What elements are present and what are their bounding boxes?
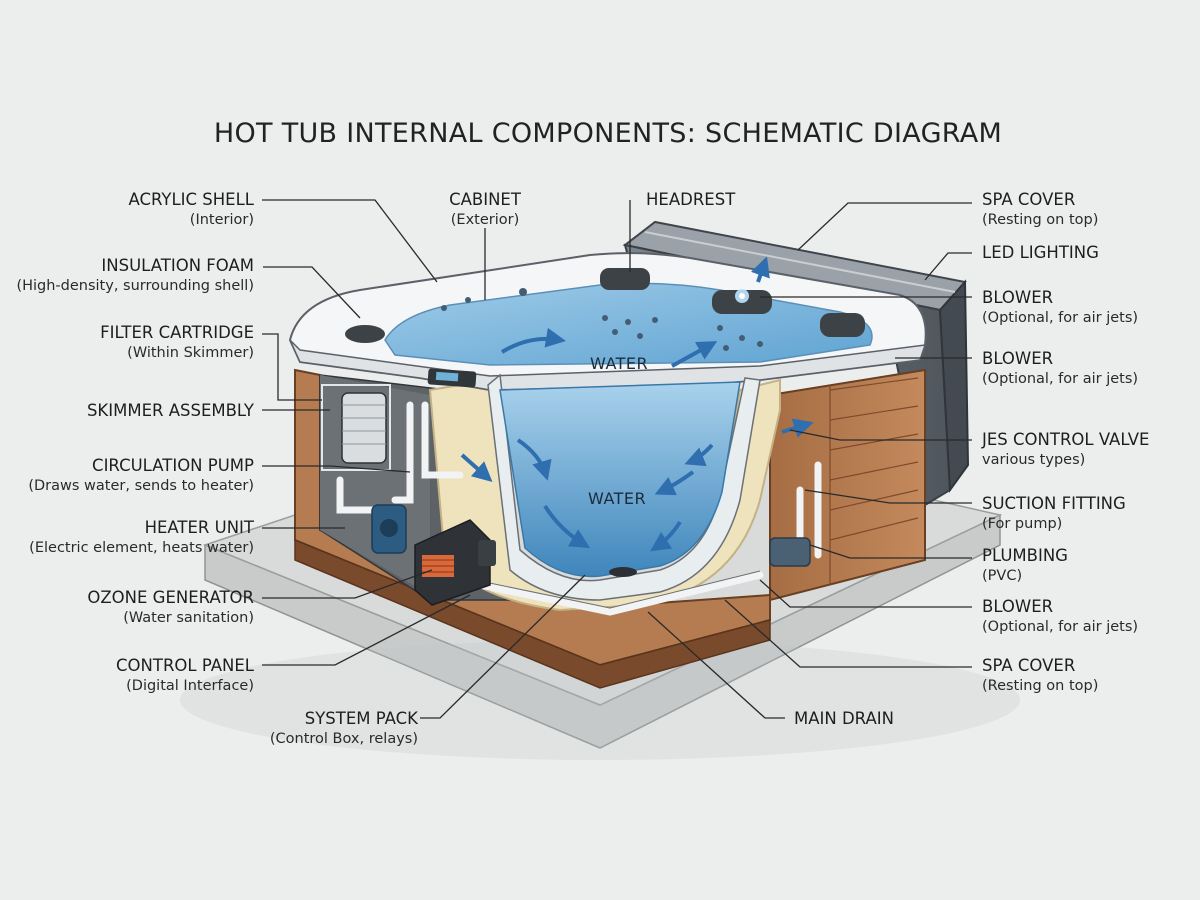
label-name: SPA COVER	[982, 656, 1076, 675]
label-sub: (Exterior)	[450, 212, 520, 228]
label-cabinet: CABINET (Exterior)	[430, 190, 540, 230]
label-headrest: HEADREST	[646, 190, 735, 210]
label-sub: (Interior)	[189, 212, 254, 228]
label-name: BLOWER	[982, 288, 1054, 307]
label-name: FILTER CARTRIDGE	[100, 323, 254, 342]
label-blower-3: BLOWER (Optional, for air jets)	[982, 597, 1138, 637]
water-cutaway-label: WATER	[588, 489, 647, 508]
label-main-drain: MAIN DRAIN	[794, 709, 894, 729]
label-spa-cover-top: SPA COVER (Resting on top)	[982, 190, 1098, 230]
plumbing-pipe-outline	[479, 570, 761, 609]
led-light	[735, 289, 749, 303]
flow-arrows	[460, 256, 814, 552]
label-name: JES CONTROL VALVE	[982, 430, 1150, 449]
label-name: CIRCULATION PUMP	[92, 456, 254, 475]
label-blower-1: BLOWER (Optional, for air jets)	[982, 288, 1138, 328]
label-insulation-foam: INSULATION FOAM (High-density, surroundi…	[16, 256, 254, 296]
headrest-shapes	[345, 268, 865, 343]
label-skimmer-assembly: SKIMMER ASSEMBLY	[87, 401, 254, 421]
circulation-pump-shape	[371, 504, 407, 554]
label-name: HEATER UNIT	[144, 518, 254, 537]
label-name: SUCTION FITTING	[982, 494, 1126, 513]
label-sub: (Resting on top)	[982, 212, 1099, 228]
label-heater-unit: HEATER UNIT (Electric element, heats wat…	[29, 518, 254, 558]
leader-lines	[262, 199, 972, 719]
label-name: PLUMBING	[982, 546, 1068, 565]
label-name: HEADREST	[646, 190, 736, 209]
label-blower-2: BLOWER (Optional, for air jets)	[982, 349, 1138, 389]
acrylic-shell	[288, 252, 927, 601]
water-surface-label: WATER	[590, 354, 649, 373]
right-pump-shape	[769, 537, 811, 567]
label-sub: (Within Skimmer)	[127, 345, 254, 361]
jets	[441, 288, 763, 351]
label-jes-control-valve: JES CONTROL VALVE various types)	[982, 430, 1149, 470]
label-name: LED LIGHTING	[982, 243, 1099, 262]
control-panel-shape	[427, 368, 477, 388]
label-control-panel: CONTROL PANEL (Digital Interface)	[116, 656, 254, 696]
label-system-pack: SYSTEM PACK (Control Box, relays)	[270, 709, 418, 749]
label-circulation-pump: CIRCULATION PUMP (Draws water, sends to …	[28, 456, 254, 496]
filter-cartridge-shape	[321, 384, 391, 471]
label-sub: (PVC)	[982, 568, 1023, 584]
label-sub: (For pump)	[982, 516, 1063, 532]
label-sub: (Water sanitation)	[123, 610, 254, 626]
label-name: MAIN DRAIN	[794, 709, 894, 728]
label-name: SYSTEM PACK	[304, 709, 418, 728]
label-plumbing: PLUMBING (PVC)	[982, 546, 1068, 586]
label-name: ACRYLIC SHELL	[128, 190, 254, 209]
label-sub: (High-density, surrounding shell)	[16, 278, 254, 294]
label-suction-fitting: SUCTION FITTING (For pump)	[982, 494, 1126, 534]
label-acrylic-shell: ACRYLIC SHELL (Interior)	[128, 190, 254, 230]
label-name: BLOWER	[982, 597, 1054, 616]
label-name: CONTROL PANEL	[116, 656, 254, 675]
label-sub: (Resting on top)	[982, 678, 1099, 694]
label-sub: (Optional, for air jets)	[982, 310, 1139, 326]
label-ozone-generator: OZONE GENERATOR (Water sanitation)	[87, 588, 254, 628]
label-filter-cartridge: FILTER CARTRIDGE (Within Skimmer)	[100, 323, 254, 363]
label-name: CABINET	[449, 190, 521, 209]
label-led-lighting: LED LIGHTING	[982, 243, 1099, 263]
label-sub: (Draws water, sends to heater)	[28, 478, 254, 494]
label-sub: (Optional, for air jets)	[982, 619, 1139, 635]
label-sub: (Digital Interface)	[126, 678, 254, 694]
label-name: BLOWER	[982, 349, 1054, 368]
label-sub: various types)	[982, 452, 1086, 468]
label-name: SPA COVER	[982, 190, 1076, 209]
label-name: INSULATION FOAM	[101, 256, 254, 275]
diagram-title: HOT TUB INTERNAL COMPONENTS: SCHEMATIC D…	[213, 118, 1003, 149]
label-sub: (Electric element, heats water)	[29, 540, 254, 556]
label-sub: (Optional, for air jets)	[982, 371, 1139, 387]
plumbing-pipes	[336, 401, 822, 616]
label-spa-cover-bottom: SPA COVER (Resting on top)	[982, 656, 1098, 696]
label-name: OZONE GENERATOR	[87, 588, 254, 607]
label-sub: (Control Box, relays)	[269, 731, 418, 747]
label-name: SKIMMER ASSEMBLY	[86, 401, 254, 420]
